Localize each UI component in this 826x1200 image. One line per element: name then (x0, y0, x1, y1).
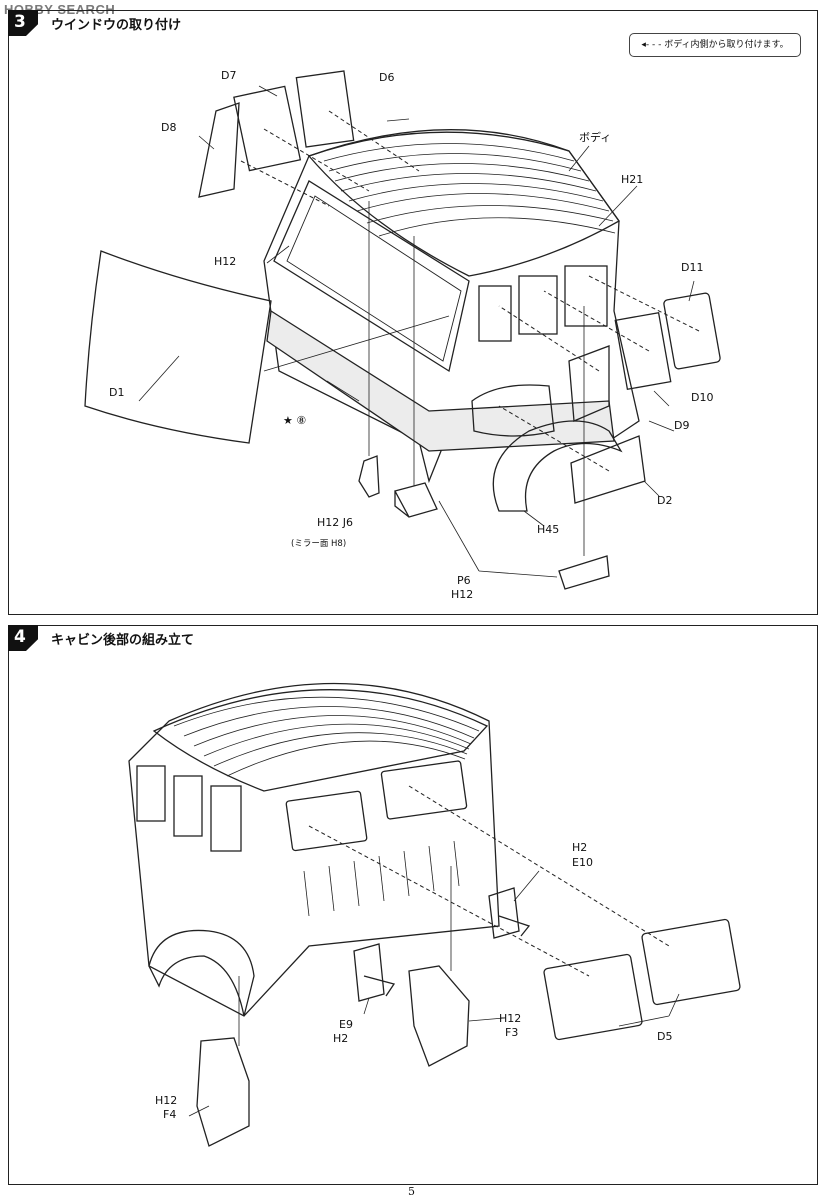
dashed-arrow-icon: ◂- - - (641, 40, 662, 50)
label-D7: D7 (221, 69, 237, 82)
label-body: ボディ (579, 131, 612, 144)
step-3-title: ウインドウの取り付け (51, 18, 182, 33)
label-H12-F4: H12 (155, 1094, 178, 1107)
mudflap-F4 (196, 1037, 250, 1147)
rear-cab-outline (128, 682, 500, 1017)
rear-window-left (285, 790, 368, 852)
window-D11 (663, 292, 721, 370)
window-D6 (295, 70, 355, 148)
label-F4: F4 (163, 1108, 177, 1121)
window-D5-left (543, 953, 643, 1041)
label-D9: D9 (674, 419, 690, 432)
mirror-J6 (358, 455, 380, 498)
label-H12-J6: H12 J6 (317, 516, 354, 529)
window-D2 (570, 435, 646, 504)
rear-side-window-3 (210, 785, 242, 852)
window-D5-right (641, 918, 741, 1006)
page-number: 5 (408, 1185, 415, 1198)
label-H45: H45 (537, 523, 560, 536)
bracket-E9 (353, 943, 396, 1002)
label-D11: D11 (681, 261, 704, 274)
step-4-panel: 4 キャビン後部の組み立て (8, 625, 818, 1185)
rear-wheel-arch (148, 929, 255, 1017)
label-E10: E10 (572, 856, 593, 869)
label-P6: P6 (457, 574, 471, 587)
bracket-E10 (488, 887, 531, 939)
side-recess (471, 384, 555, 437)
legend-text: ボディ内側から取り付けます。 (664, 40, 789, 50)
label-star-8: ★ ⑧ (283, 414, 306, 427)
step-P6-left (394, 482, 438, 518)
label-D10: D10 (691, 391, 714, 404)
side-window-3 (564, 265, 608, 327)
label-H21: H21 (621, 173, 644, 186)
side-window-1 (478, 285, 512, 342)
wheel-arch-H45 (492, 420, 623, 512)
window-D7 (233, 85, 302, 172)
cab-roof (307, 131, 620, 277)
label-D1: D1 (109, 386, 125, 399)
side-window-2 (518, 275, 558, 335)
mudflap-F3 (408, 965, 470, 1067)
step-3-diagram (84, 70, 721, 590)
window-D8 (198, 102, 240, 198)
label-mirror-face: (ミラー面 H8) (291, 539, 347, 549)
step-3-panel: 3 ウインドウの取り付け ◂- - - ボディ内側から取り付けます。 (8, 10, 818, 615)
star-icon: ★ (283, 414, 293, 427)
step-4-title: キャビン後部の組み立て (51, 633, 195, 648)
label-D8: D8 (161, 121, 177, 134)
rear-window-right (380, 760, 468, 820)
front-window-frame (273, 180, 470, 373)
door-window-D9 (568, 345, 610, 422)
rear-cab-roof (152, 689, 489, 792)
label-D6: D6 (379, 71, 395, 84)
label-H12-windshield: H12 (214, 255, 237, 268)
step-P6-right (558, 555, 610, 590)
label-F3: F3 (505, 1026, 519, 1039)
label-D2: D2 (657, 494, 673, 507)
rear-side-window-1 (136, 765, 166, 822)
step-4-diagram (128, 682, 741, 1147)
label-H2-E10: H2 (572, 841, 588, 854)
label-star-number: ⑧ (296, 414, 307, 427)
label-D5: D5 (657, 1030, 673, 1043)
label-H2-E9: H2 (333, 1032, 349, 1045)
legend-box: ◂- - - ボディ内側から取り付けます。 (629, 33, 801, 57)
label-H12-F3: H12 (499, 1012, 522, 1025)
window-D10 (614, 311, 672, 391)
label-E9: E9 (339, 1018, 353, 1031)
rear-side-window-2 (173, 775, 203, 837)
label-H12-P6: H12 (451, 588, 474, 601)
cab-lower-band (266, 309, 615, 452)
windshield-D1 (84, 250, 272, 444)
